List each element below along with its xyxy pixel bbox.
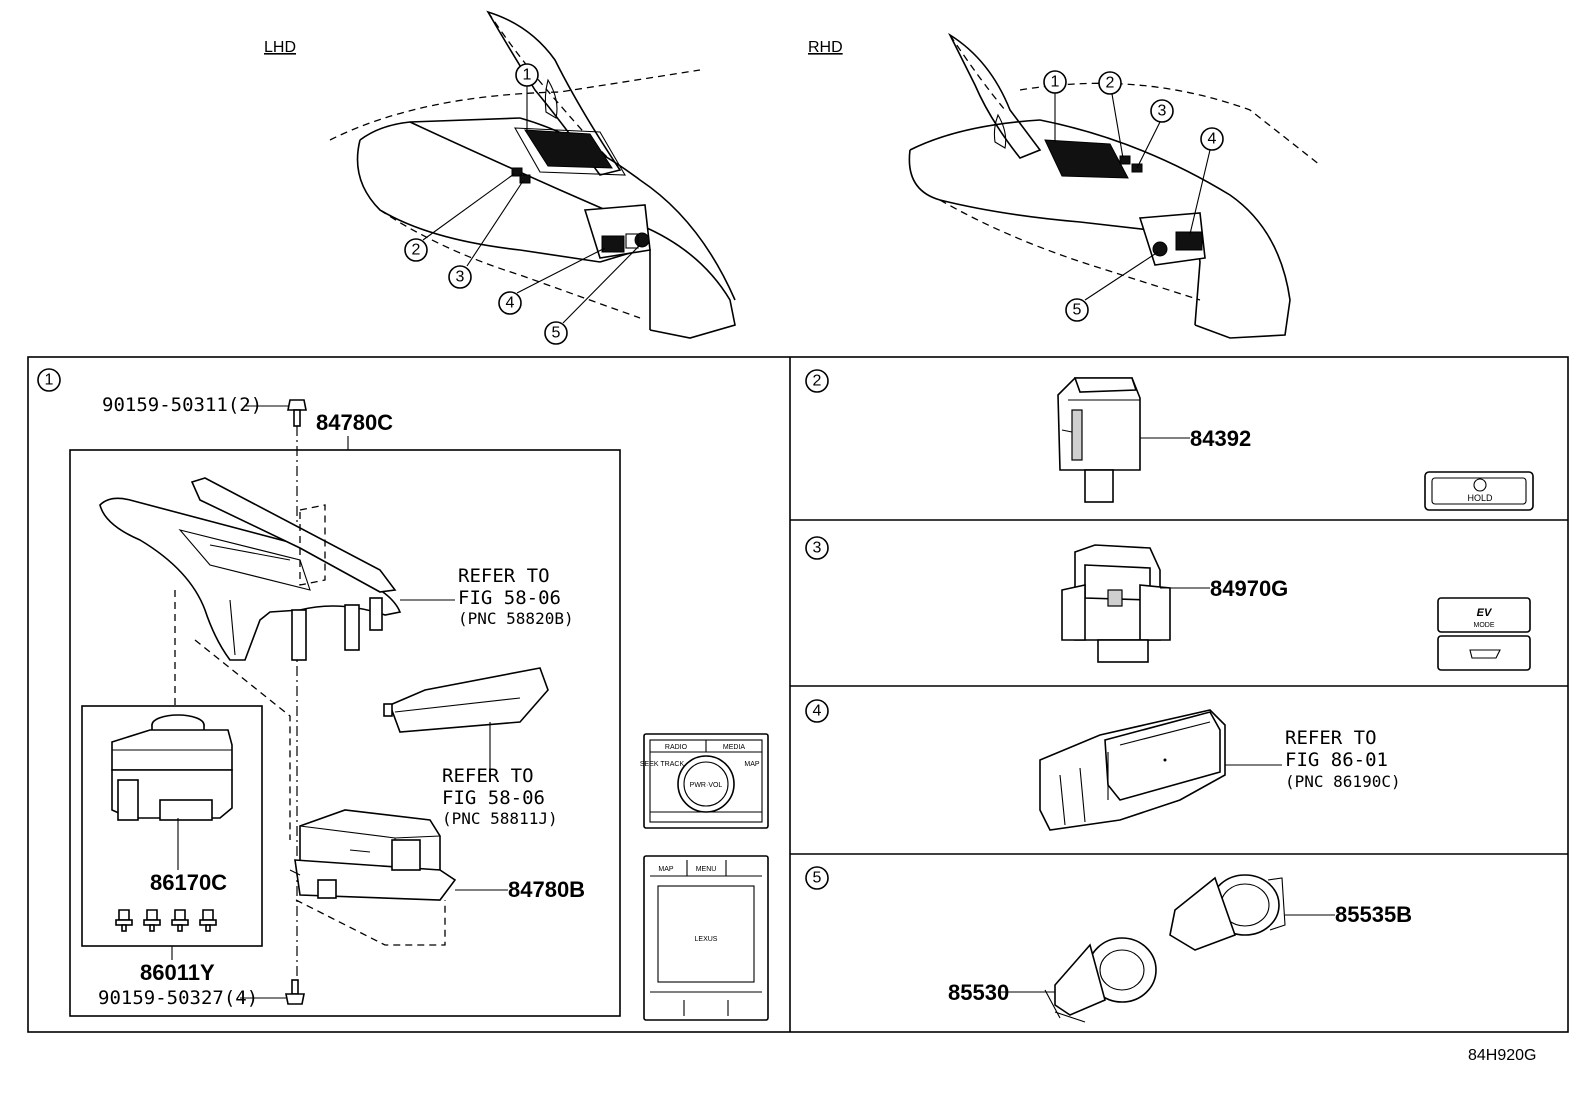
refer-b-line2: FIG 58-06: [442, 787, 545, 809]
svg-text:EV: EV: [1477, 607, 1493, 619]
rhd-label: RHD: [808, 39, 843, 56]
svg-text:MEDIA: MEDIA: [723, 744, 746, 751]
panel-4: 4 REFER TO FIG 86-01 (PNC 86190C): [805, 699, 1401, 831]
detail-frame: [27, 356, 1569, 1033]
lhd-callout-1: 1: [515, 63, 539, 87]
socket-85535b: [1169, 874, 1286, 951]
panel-2: 2 84392 HOLD: [805, 369, 1534, 511]
svg-text:4: 4: [1208, 131, 1217, 148]
bolt-top-icon: [287, 399, 307, 427]
svg-text:3: 3: [813, 540, 822, 557]
rhd-callout-2: 2: [1098, 71, 1122, 95]
bolt-bottom-label: 90159-50327(4): [98, 987, 258, 1009]
svg-text:LEXUS: LEXUS: [695, 936, 718, 943]
switch-84970g-label: 84970G: [1210, 576, 1288, 601]
refer-a-line1: REFER TO: [458, 565, 550, 587]
refer-a-line3: (PNC 58820B): [458, 609, 574, 628]
socket-85535b-label: 85535B: [1335, 902, 1412, 927]
switch-base-84780b-label: 84780B: [508, 877, 585, 902]
console-bezel: [99, 477, 402, 661]
lhd-callout-2: 2: [404, 238, 428, 262]
svg-text:1: 1: [523, 67, 532, 84]
svg-text:3: 3: [456, 269, 465, 286]
usb-port-switch: [1039, 709, 1226, 831]
panel-5: 5 85535B 85530: [805, 866, 1412, 1023]
remote-controller-a: RADIO MEDIA SEEK TRACK MAP PWR·VOL: [640, 733, 769, 829]
svg-text:1: 1: [1051, 74, 1060, 91]
svg-text:2: 2: [813, 373, 822, 390]
remote-touchpad-b: MAP MENU LEXUS: [643, 855, 769, 1021]
svg-text:3: 3: [1158, 103, 1167, 120]
rhd-callout-3: 3: [1150, 99, 1174, 123]
refer-c-line2: FIG 86-01: [1285, 749, 1388, 771]
svg-text:4: 4: [506, 295, 515, 312]
lhd-label: LHD: [264, 39, 296, 56]
refer-b-line3: (PNC 58811J): [442, 809, 558, 828]
screw-86011y-label: 86011Y: [140, 960, 215, 985]
panel-4-index: 4: [805, 699, 829, 723]
svg-text:2: 2: [1106, 75, 1115, 92]
lhd-callout-3: 3: [448, 265, 472, 289]
knob-86170c-label: 86170C: [150, 870, 227, 895]
assembly-84780c-label: 84780C: [316, 410, 393, 435]
rhd-view: RHD 1 2 3 4 5: [808, 32, 1321, 339]
lhd-callout-5: 5: [544, 321, 568, 345]
panel-1: 1 90159-50311(2) 84780C REFER TO FIG 58-…: [37, 368, 769, 1021]
panel-3: 3 84970G EV MODE: [805, 536, 1531, 671]
refer-c-line3: (PNC 86190C): [1285, 772, 1401, 791]
svg-text:5: 5: [1073, 302, 1082, 319]
svg-text:5: 5: [552, 325, 561, 342]
switch-base-84780b: [289, 809, 457, 946]
svg-text:1: 1: [45, 372, 54, 389]
panel-2-index: 2: [805, 369, 829, 393]
panel-3-index: 3: [805, 536, 829, 560]
svg-text:RADIO: RADIO: [665, 744, 688, 751]
trim-piece: [383, 667, 549, 733]
hold-button-icon: HOLD: [1424, 471, 1534, 511]
switch-84392-label: 84392: [1190, 426, 1251, 451]
refer-c-line1: REFER TO: [1285, 727, 1377, 749]
svg-text:2: 2: [412, 242, 421, 259]
socket-85530: [1044, 937, 1157, 1023]
ev-mode-button-icon: EV MODE: [1437, 597, 1531, 671]
bolt-top-label: 90159-50311(2): [102, 394, 262, 416]
lhd-view: LHD 1 2 3 4 5: [264, 10, 736, 345]
screw-icons: [115, 909, 217, 932]
svg-text:5: 5: [813, 870, 822, 887]
svg-text:MAP: MAP: [658, 866, 674, 873]
rhd-callout-4: 4: [1200, 127, 1224, 151]
svg-text:MODE: MODE: [1474, 622, 1495, 629]
bolt-bottom-icon: [285, 979, 305, 1005]
svg-text:MAP: MAP: [744, 761, 760, 768]
refer-b-line1: REFER TO: [442, 765, 534, 787]
svg-text:4: 4: [813, 703, 822, 720]
rhd-callout-5: 5: [1065, 298, 1089, 322]
panel-5-index: 5: [805, 866, 829, 890]
svg-text:PWR·VOL: PWR·VOL: [690, 782, 723, 789]
refer-a-line2: FIG 58-06: [458, 587, 561, 609]
knob-86170c: [111, 714, 233, 821]
rhd-callout-1: 1: [1043, 70, 1067, 94]
assembly-84780c-box: [69, 449, 621, 1017]
svg-text:SEEK TRACK: SEEK TRACK: [640, 761, 685, 768]
switch-84392: [1057, 377, 1141, 503]
figure-code: 84H920G: [1468, 1047, 1537, 1064]
panel-1-index: 1: [37, 368, 61, 392]
lhd-callout-4: 4: [498, 291, 522, 315]
svg-text:MENU: MENU: [696, 866, 717, 873]
switch-84970g: [1061, 544, 1171, 663]
svg-text:HOLD: HOLD: [1467, 493, 1493, 503]
socket-85530-label: 85530: [948, 980, 1009, 1005]
